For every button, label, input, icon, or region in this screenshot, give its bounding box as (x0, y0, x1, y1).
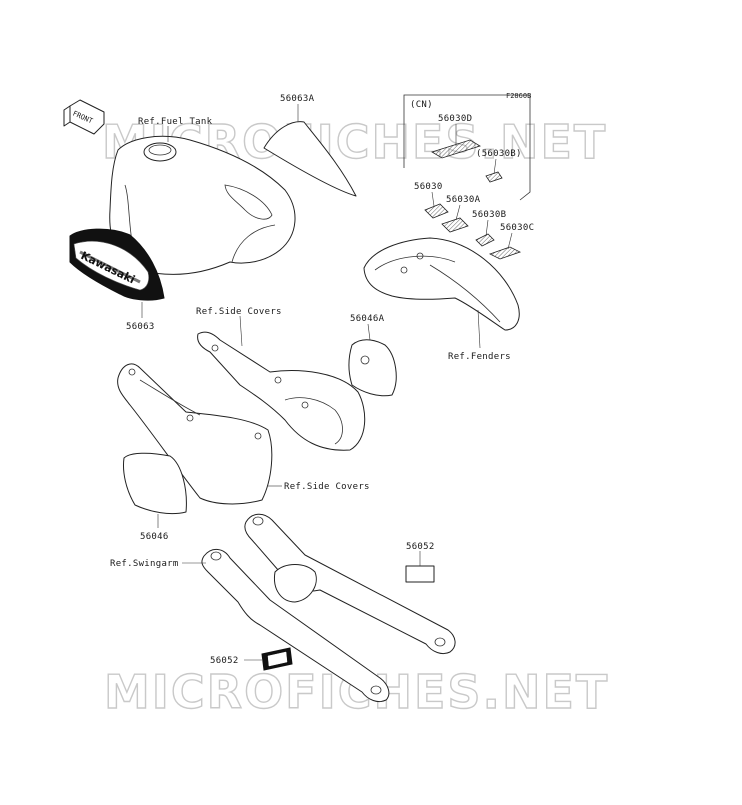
leader-56030 (431, 191, 435, 207)
leader-side-covers-top (239, 315, 243, 347)
label-56052-bottom: 56052 (210, 656, 239, 666)
label-56052-top: 56052 (406, 542, 435, 552)
left-side-cover-outline (117, 363, 273, 505)
cn-bracket (403, 94, 531, 201)
decal-56046A (348, 339, 397, 397)
label-ref-fuel-tank: Ref.Fuel Tank (138, 117, 213, 127)
decal-56052-top (405, 565, 435, 583)
leader-56046A (367, 323, 371, 341)
leader-56030B-paren (493, 158, 497, 175)
decal-56030C (488, 246, 522, 260)
label-56046A: 56046A (350, 314, 385, 324)
right-side-cover-outline (197, 331, 366, 451)
decal-56030 (424, 203, 449, 219)
label-56030B: 56030B (472, 210, 506, 220)
fuel-tank-outline (109, 135, 296, 275)
diagram-code: F2860B (506, 92, 531, 100)
leader-56030A (455, 204, 461, 221)
label-56063A: 56063A (280, 94, 315, 104)
rear-fender-outline (363, 237, 520, 331)
decal-56030D (431, 139, 481, 159)
label-ref-swingarm: Ref.Swingarm (110, 559, 179, 569)
label-56030: 56030 (414, 182, 443, 192)
decal-56046 (123, 452, 187, 515)
label-56030A: 56030A (446, 195, 481, 205)
label-ref-side-covers-bottom: Ref.Side Covers (284, 482, 370, 492)
front-arrow-icon: FRONT (63, 99, 105, 135)
decal-56052-bottom (261, 647, 293, 671)
label-ref-side-covers-top: Ref.Side Covers (196, 307, 282, 317)
label-cn: (CN) (410, 100, 433, 110)
label-56030D: 56030D (438, 114, 472, 124)
label-56030B-paren: (56030B) (476, 149, 522, 159)
leader-56030B (485, 219, 489, 237)
leader-56030C (507, 232, 513, 250)
kawasaki-decal-56063: Kawasaki (69, 228, 165, 301)
label-ref-fenders: Ref.Fenders (448, 352, 511, 362)
swingarm-outline (201, 513, 456, 703)
decal-56030B (475, 233, 495, 247)
leader-fenders (477, 309, 481, 349)
label-56063: 56063 (126, 322, 155, 332)
label-56046: 56046 (140, 532, 169, 542)
decal-56030A (441, 217, 469, 233)
decal-56063A (263, 121, 357, 197)
label-56030C: 56030C (500, 223, 534, 233)
